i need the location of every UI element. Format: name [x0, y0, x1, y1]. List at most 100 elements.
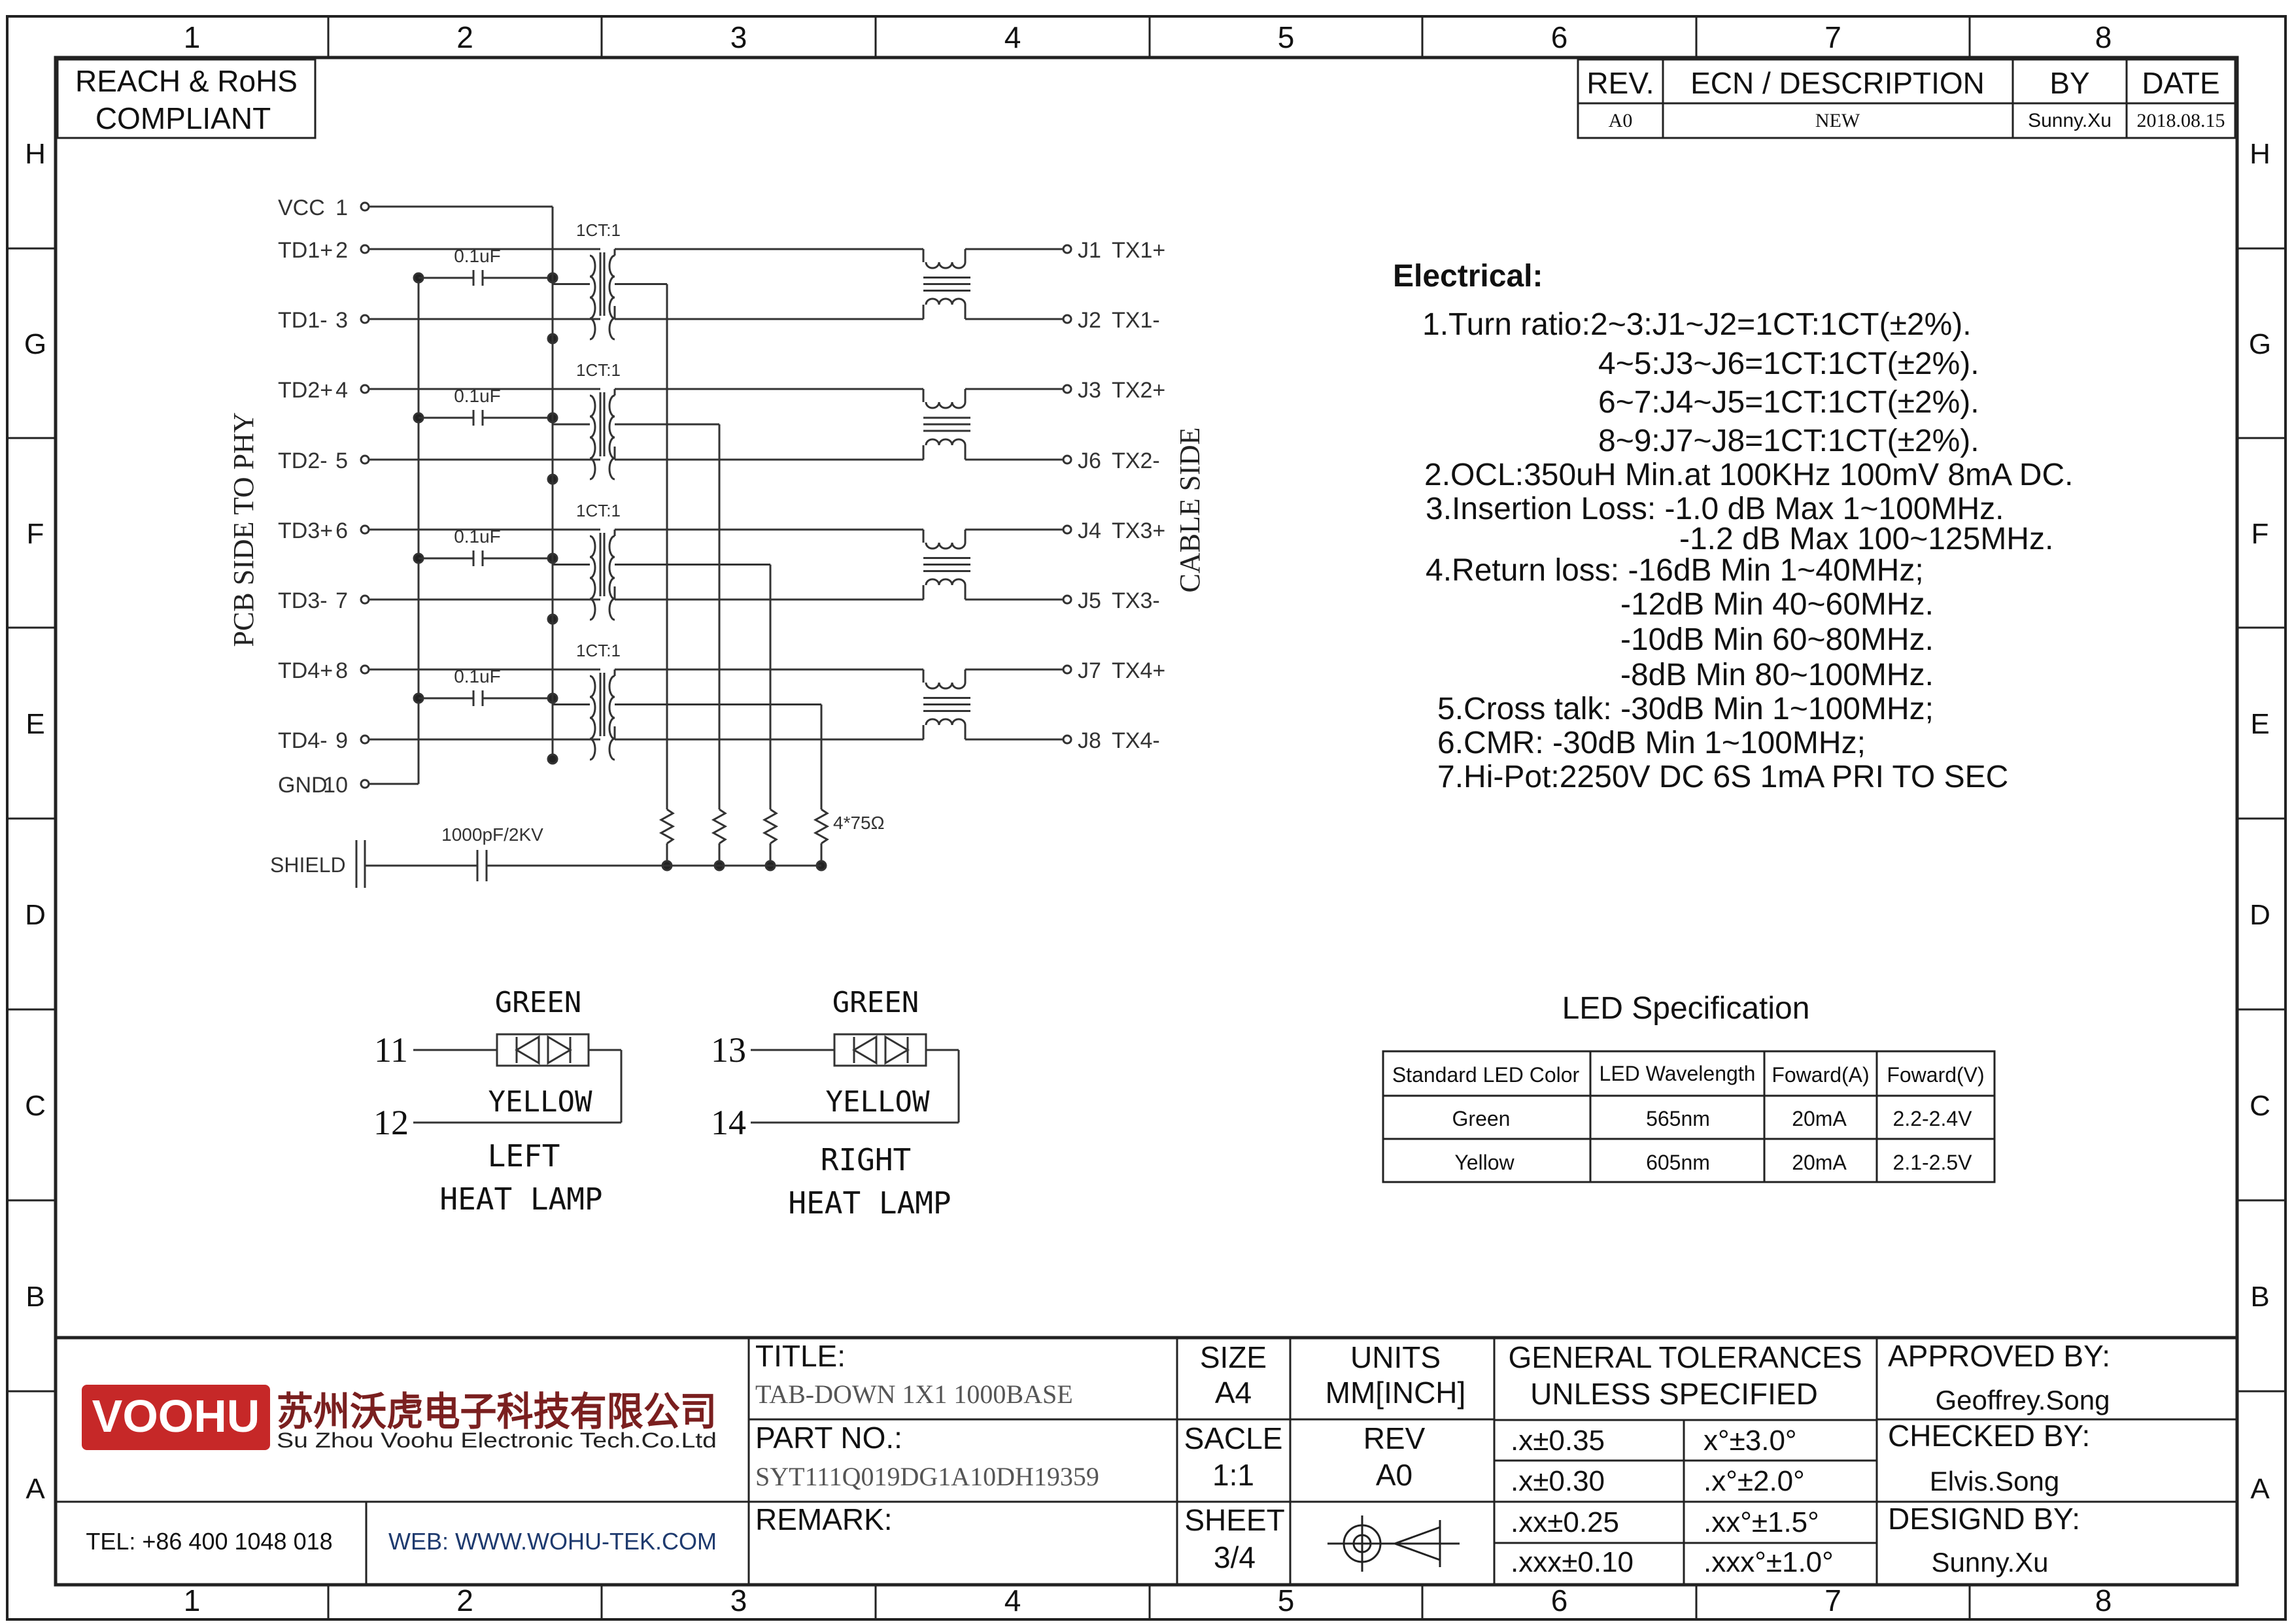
primary-coil: [589, 675, 596, 761]
zone-column-label: 1: [184, 20, 201, 54]
zone-column-label: 7: [1824, 20, 1841, 54]
ecn-header: ECN / DESCRIPTION: [1690, 66, 1985, 100]
right-led-yellow-label: YELLOW: [826, 1085, 930, 1119]
led-diode: [515, 1035, 540, 1065]
rev-value: A0: [1609, 110, 1633, 131]
tolerance-angular: .xxx°±1.0°: [1703, 1546, 1834, 1578]
date-value: 2018.08.15: [2137, 110, 2225, 131]
left-pin-number: 5: [335, 448, 348, 473]
electrical-heading: Electrical:: [1393, 259, 1543, 294]
electrical-line: 4.Return loss: -16dB Min 1~40MHz;: [1426, 553, 1924, 588]
right-led-pin-13: 13: [711, 1030, 746, 1070]
led-spec-cell: 2.1-2.5V: [1893, 1151, 1973, 1174]
zone-row-label: D: [25, 899, 46, 931]
left-led-title-1: LEFT: [488, 1138, 560, 1174]
left-pin-number: 1: [335, 195, 348, 220]
led-spec-cells: Standard LED Color LED Wavelength Foward…: [1392, 1062, 1985, 1174]
zone-row-label: H: [25, 138, 46, 170]
capacitor-label: 0.1uF: [454, 526, 501, 547]
zone-row-label: A: [26, 1473, 45, 1505]
title-label: TITLE:: [755, 1339, 846, 1373]
right-pin-signal: TX1-: [1112, 308, 1160, 333]
electrical-line: -12dB Min 40~60MHz.: [1620, 587, 1934, 622]
zone-row-label: B: [2250, 1281, 2269, 1313]
right-led-pin-14: 14: [711, 1103, 746, 1142]
zone-column-label: 3: [730, 1583, 747, 1617]
units-label: UNITS: [1350, 1340, 1441, 1374]
title-block-text: TITLE: TAB-DOWN 1X1 1000BASE PART NO.: S…: [755, 1339, 2110, 1578]
left-pin-label: TD2-: [278, 448, 328, 473]
termination-resistor: [659, 808, 676, 845]
tolerance-linear: .xxx±0.10: [1511, 1546, 1634, 1578]
led-spec-header: Foward(A): [1772, 1063, 1869, 1087]
shield-capacitor-label: 1000pF/2KV: [441, 824, 543, 845]
left-pin-label: TD3+: [278, 518, 333, 543]
primary-coil: [589, 535, 596, 621]
left-pin-number: 9: [335, 728, 348, 753]
compliance-line-2: COMPLIANT: [95, 101, 271, 135]
led-spec-cell: Yellow: [1454, 1151, 1515, 1174]
led-spec-header: LED Wavelength: [1600, 1062, 1756, 1085]
title-value: TAB-DOWN 1X1 1000BASE: [755, 1379, 1073, 1409]
logo-text: VOOHU: [92, 1391, 260, 1442]
transformer-label: 1CT:1: [576, 360, 621, 380]
electrical-line: 4~5:J3~J6=1CT:1CT(±2%).: [1598, 347, 1979, 381]
tolerance-angular: .xx°±1.5°: [1703, 1506, 1819, 1538]
led-spec-cell: 2.2-2.4V: [1893, 1107, 1973, 1130]
left-pin-label: TD3-: [278, 588, 328, 613]
zone-row-label: E: [2250, 708, 2269, 740]
part-value: SYT111Q019DG1A10DH19359: [755, 1462, 1099, 1491]
left-pin-label: VCC: [278, 195, 325, 220]
choke-coil: [925, 578, 967, 586]
electrical-line: 7.Hi-Pot:2250V DC 6S 1mA PRI TO SEC: [1437, 760, 2008, 794]
electrical-spec: Electrical: 1.Turn ratio:2~3:J1~J2=1CT:1…: [1393, 259, 2073, 794]
rev-label: REV: [1363, 1421, 1426, 1455]
tolerance-angular: .x°±2.0°: [1703, 1465, 1805, 1497]
left-pin-label: TD1+: [278, 238, 333, 263]
zone-column-label: 5: [1278, 20, 1295, 54]
ecn-value: NEW: [1815, 110, 1860, 131]
approved-label: APPROVED BY:: [1888, 1339, 2110, 1373]
cable-side-label: CABLE SIDE: [1174, 428, 1206, 593]
led-spec-cell: 565nm: [1646, 1107, 1710, 1130]
size-label: SIZE: [1200, 1340, 1267, 1374]
transformer-label: 1CT:1: [576, 641, 621, 660]
resistor-label: 4*75Ω: [833, 813, 885, 833]
led-spec-cell: 20mA: [1792, 1151, 1847, 1174]
electrical-line: 5.Cross talk: -30dB Min 1~100MHz;: [1437, 692, 1934, 726]
primary-coil: [589, 254, 596, 341]
led-spec-title: LED Specification: [1562, 991, 1810, 1026]
led-spec-header: Foward(V): [1887, 1063, 1984, 1087]
zone-column-label: 2: [456, 20, 473, 54]
scale-value: 1:1: [1212, 1458, 1254, 1492]
compliance-box: REACH & RoHS COMPLIANT: [56, 58, 317, 139]
termination-resistor: [711, 808, 728, 845]
checked-label: CHECKED BY:: [1888, 1419, 2090, 1453]
tolerance-title-2: UNLESS SPECIFIED: [1530, 1377, 1818, 1411]
electrical-line: -8dB Min 80~100MHz.: [1620, 658, 1934, 692]
zone-column-label: 5: [1278, 1583, 1295, 1617]
choke-coil: [925, 297, 967, 305]
transformer-label: 1CT:1: [576, 220, 621, 240]
by-value: Sunny.Xu: [2028, 110, 2112, 131]
transformer-label: 1CT:1: [576, 501, 621, 520]
right-pin-label: J7: [1078, 658, 1101, 683]
led-spec-cell: 20mA: [1792, 1107, 1847, 1130]
left-led-pin-12: 12: [373, 1103, 409, 1142]
right-pin-signal: TX2+: [1112, 378, 1165, 403]
led-labels: GREEN YELLOW 11 12 LEFT HEAT LAMP GREEN …: [373, 986, 951, 1221]
junction-dot: [547, 753, 558, 765]
tolerance-angular: x°±3.0°: [1703, 1425, 1797, 1457]
left-led-yellow-label: YELLOW: [488, 1085, 592, 1119]
right-pin-label: J5: [1078, 588, 1101, 613]
zone-row-label: B: [26, 1281, 44, 1313]
zone-row-label: F: [2251, 518, 2269, 550]
right-led-green-label: GREEN: [832, 986, 919, 1019]
secondary-coil: [608, 254, 615, 341]
left-led-pin-11: 11: [374, 1030, 408, 1070]
left-led-title-2: HEAT LAMP: [439, 1181, 602, 1217]
shield-label: SHIELD: [270, 853, 346, 877]
left-pin-number: 8: [335, 658, 348, 683]
company-name-cn: 苏州沃虎电子科技有限公司: [277, 1390, 717, 1434]
